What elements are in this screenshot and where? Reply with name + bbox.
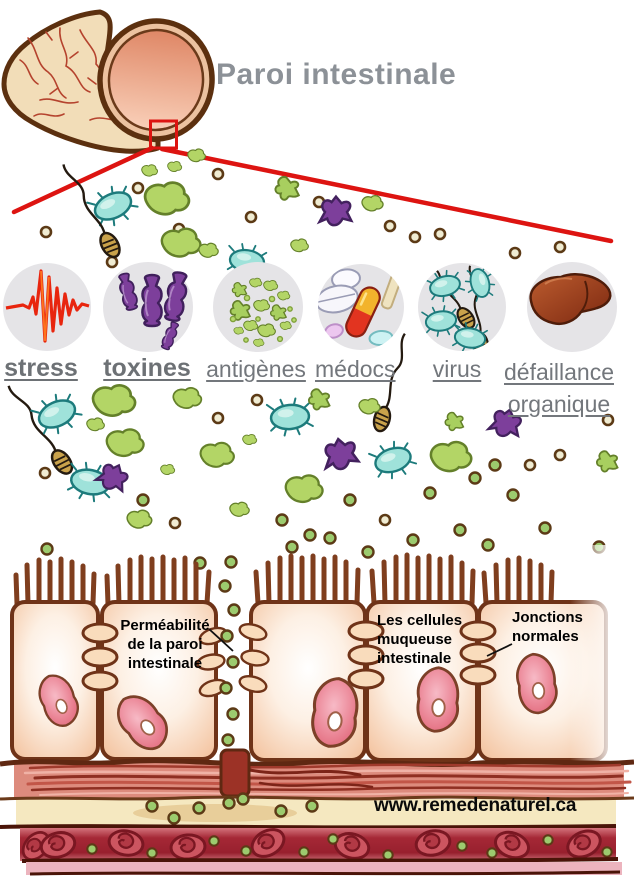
watermark-url: www.remedenaturel.ca (374, 795, 577, 816)
page-title: Paroi intestinale (216, 58, 457, 91)
cause-icons (3, 262, 617, 352)
zoom-indicator (11, 119, 614, 244)
annotation-mucosa-cells: Les cellules muqueuse intestinale (377, 612, 463, 667)
permeability-pointer-line (208, 628, 234, 652)
gap-channel (219, 748, 251, 798)
cause-label-medocs: médocs (315, 356, 396, 382)
tissue-layers (0, 748, 634, 876)
pointer-lines (208, 628, 513, 657)
intestine-graphic (1, 9, 215, 154)
cause-label-defaillance-organique: défaillance organique (499, 356, 619, 420)
cause-label-stress: stress (4, 354, 78, 382)
pills-icon (318, 264, 404, 350)
annotation-normal-junctions: Jonctions normales (512, 609, 583, 645)
cause-label-antigenes: antigènes (206, 356, 306, 382)
intestinal-wall (10, 552, 608, 762)
muscle-layer (14, 762, 624, 798)
antigen-specks-icon (213, 262, 303, 352)
leaky-gap-particles (218, 555, 241, 747)
liver-icon (527, 262, 617, 352)
cause-label-organique: organique (507, 391, 611, 417)
annotation-permeability: Perméabilité de la paroi intestinale (120, 617, 210, 672)
junctions-pointer-line (486, 643, 513, 657)
toxin-bottles-icon (103, 262, 193, 352)
microvilli (13, 552, 555, 609)
muscle-fibers (23, 763, 632, 796)
virus-bacteria-icon (418, 263, 506, 351)
cause-label-toxines: toxines (103, 354, 191, 382)
cause-label-defaillance: défaillance (504, 359, 614, 385)
stress-wave-icon (3, 263, 91, 351)
capsule (345, 286, 381, 338)
cause-label-virus: virus (432, 356, 482, 382)
right-edge-fade (570, 545, 634, 767)
